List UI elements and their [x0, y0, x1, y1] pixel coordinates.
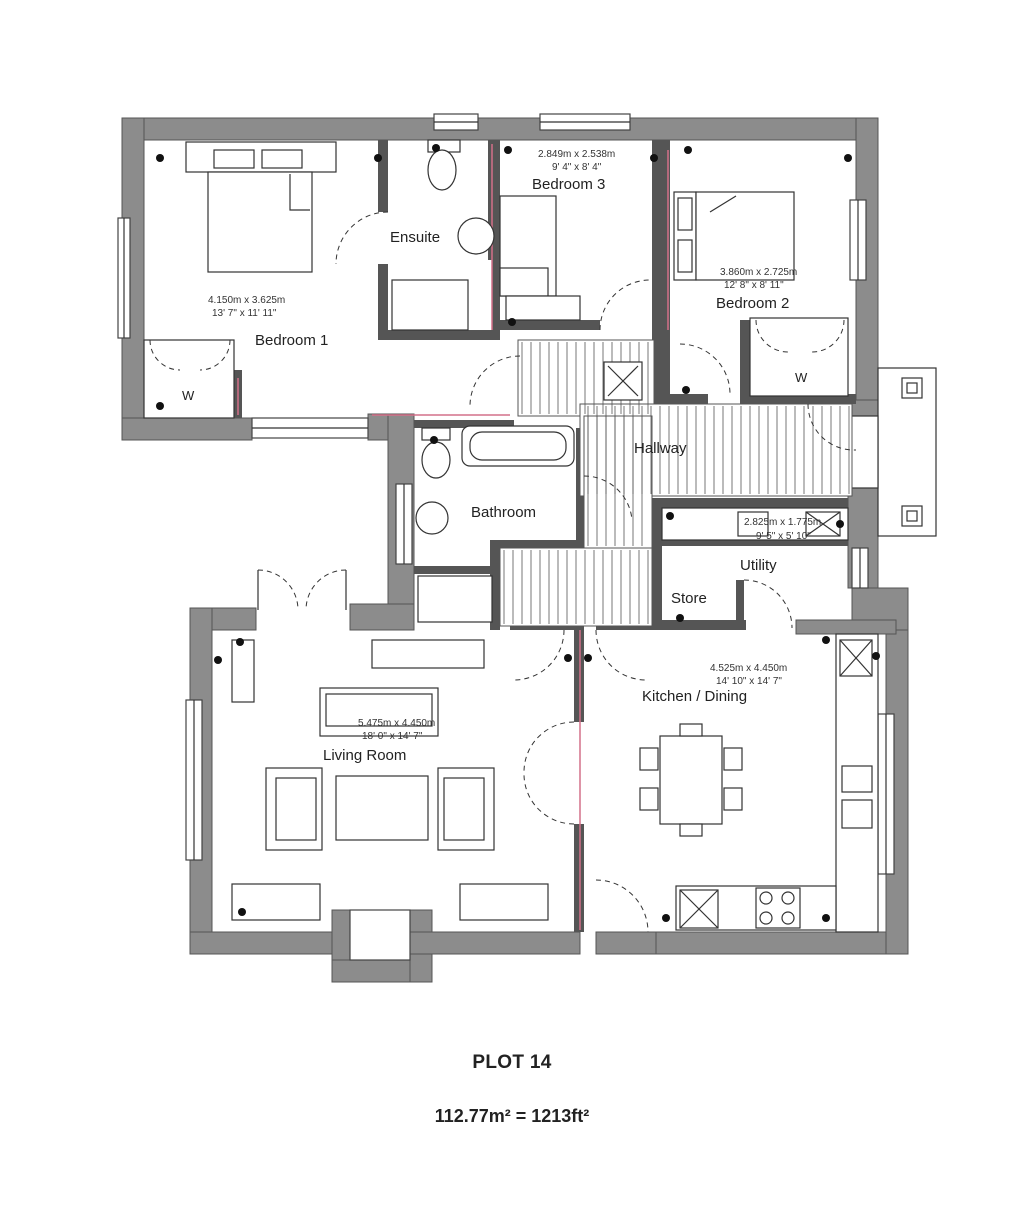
bedroom3-label: Bedroom 3 [532, 176, 605, 193]
plot-title: PLOT 14 [472, 1052, 552, 1073]
bedroom2-dim-m: 3.860m x 2.725m [720, 267, 797, 278]
hallway-floor-boards [503, 342, 850, 624]
bathroom-fixtures-icon [415, 425, 575, 623]
store-label: Store [671, 590, 707, 607]
bedroom3-dim-ft: 9' 4" x 8' 4" [552, 162, 602, 173]
living-room-dim-ft: 18' 0" x 14' 7" [362, 731, 423, 742]
kitchen-dim-m: 4.525m x 4.450m [710, 663, 787, 674]
wardrobe-label-bedroom1: W [182, 388, 195, 403]
bedroom2-dim-ft: 12' 8" x 8' 11" [724, 280, 784, 291]
socket-markers [156, 144, 880, 922]
exterior-walls [121, 117, 909, 983]
wardrobe-label-bedroom2: W [795, 370, 808, 385]
bedroom1-dim-m: 4.150m x 3.625m [208, 295, 285, 306]
wardrobe-icon [143, 317, 849, 419]
bedroom2-label: Bedroom 2 [716, 295, 789, 312]
living-room-furniture-icon [231, 639, 549, 921]
kitchen-label: Kitchen / Dining [642, 688, 747, 705]
kitchen-dim-ft: 14' 10" x 14' 7" [716, 676, 782, 687]
bedroom1-bed-icon [185, 141, 337, 273]
utility-label: Utility [740, 557, 777, 574]
room-labels: Bedroom 1 4.150m x 3.625m 13' 7" x 11' 1… [182, 149, 821, 764]
plot-area: 112.77m² = 1213ft² [434, 1106, 590, 1126]
floor-plan: Bedroom 1 4.150m x 3.625m 13' 7" x 11' 1… [117, 113, 937, 983]
utility-dim-m: 2.825m x 1.775m [744, 517, 821, 528]
kitchen-fixtures-icon [639, 633, 879, 933]
living-room-dim-m: 5.475m x 4.450m [358, 718, 435, 729]
windows [117, 113, 895, 961]
porch [849, 367, 937, 537]
ensuite-label: Ensuite [390, 229, 440, 246]
interior-walls [234, 140, 856, 932]
bedroom1-dim-ft: 13' 7" x 11' 11" [212, 308, 277, 319]
ensuite-fixtures-icon [391, 139, 495, 331]
bathroom-label: Bathroom [471, 504, 536, 521]
bedroom2-bed-icon [673, 191, 795, 281]
hallway-flooring [499, 339, 853, 627]
bedroom3-bed-icon [499, 195, 581, 321]
utility-dim-ft: 9' 5" x 5' 10" [756, 531, 811, 542]
living-room-label: Living Room [323, 747, 406, 764]
loft-hatch-icon [603, 361, 643, 401]
bedroom1-label: Bedroom 1 [255, 332, 328, 349]
door-swings [149, 211, 857, 933]
bedroom3-dim-m: 2.849m x 2.538m [538, 149, 615, 160]
hallway-label: Hallway [634, 440, 687, 457]
utility-fixtures-icon [661, 507, 849, 541]
